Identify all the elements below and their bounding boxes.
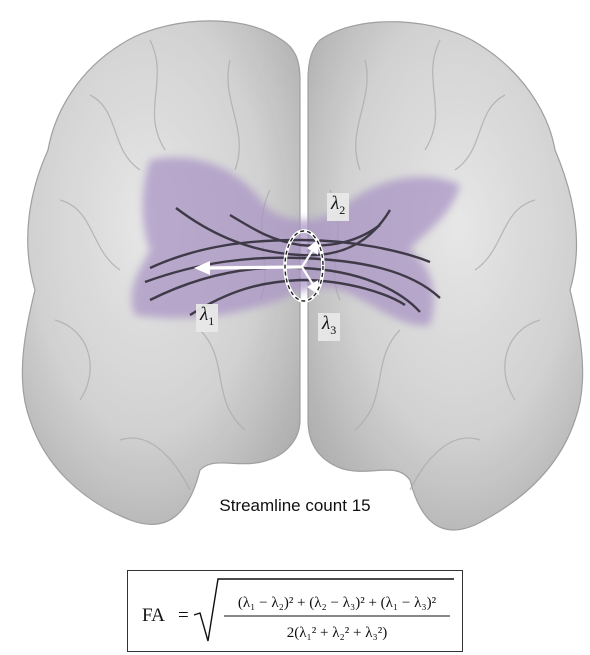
formula-equals: = <box>178 605 189 626</box>
fa-formula: FA = (λ₁ − λ₂)² + (λ₂ − λ₃)² + (λ₁ − λ₃)… <box>128 571 462 651</box>
lambda2-label: λ2 <box>327 193 349 221</box>
brain-illustration <box>0 0 590 560</box>
caption-label: Streamline count <box>219 496 347 515</box>
lambda1-label: λ1 <box>196 304 218 332</box>
brain-figure: λ1 λ2 λ3 Streamline count 15 <box>0 0 590 560</box>
formula-lhs: FA <box>142 605 165 626</box>
streamline-count-caption: Streamline count 15 <box>0 496 590 516</box>
formula-denominator: 2(λ₁² + λ₂² + λ₃²) <box>287 625 387 641</box>
fa-formula-box: FA = (λ₁ − λ₂)² + (λ₂ − λ₃)² + (λ₁ − λ₃)… <box>127 570 463 652</box>
caption-value: 15 <box>352 496 371 515</box>
formula-numerator: (λ₁ − λ₂)² + (λ₂ − λ₃)² + (λ₁ − λ₃)² <box>238 595 437 611</box>
lambda3-label: λ3 <box>318 313 340 341</box>
